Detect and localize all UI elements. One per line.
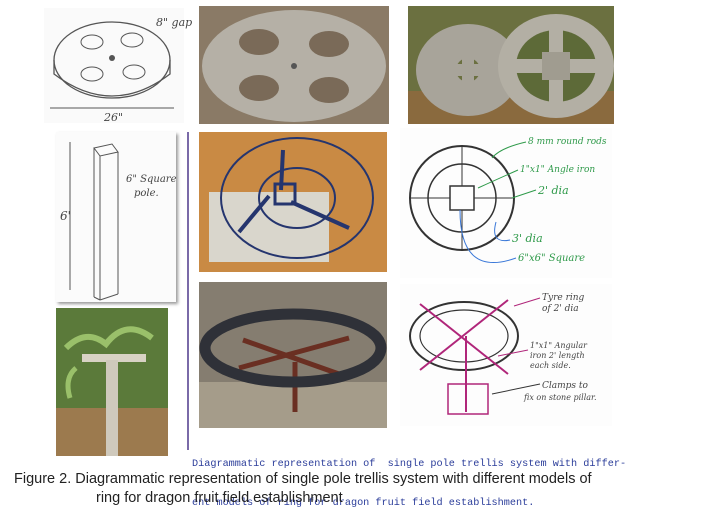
- pole-square-label: 6" Square: [126, 174, 177, 185]
- stone-pillar-label: fix on stone pillar.: [523, 393, 597, 402]
- sketch-ring-plan-panel: 8 mm round rods 1"x1" Angle iron 2' dia …: [400, 128, 612, 278]
- sketch-tyre-ring-panel: Tyre ring of 2' dia 1"x1" Angular iron 2…: [400, 284, 612, 426]
- photo-dragon-fruit-pole: [56, 308, 168, 456]
- photo-blue-ring: [199, 132, 387, 272]
- dragon-fruit-image: [56, 308, 168, 456]
- sketch-wheel-panel: 8" gap 26": [44, 8, 192, 124]
- pole-label: pole.: [134, 188, 159, 199]
- gap-label: 8" gap: [156, 16, 192, 29]
- figure-caption-line-2: ring for dragon fruit field establishmen…: [96, 490, 343, 506]
- angular-label: 1"x1" Angular: [530, 341, 588, 350]
- photo-concrete-wheels: [408, 6, 614, 124]
- inner-caption-line-1: Diagrammatic representation of single po…: [192, 459, 627, 470]
- concrete-disc-image: [199, 6, 389, 124]
- ring-plan-sketch-drawing: 8 mm round rods 1"x1" Angle iron 2' dia …: [409, 137, 607, 264]
- photo-concrete-disc: [199, 6, 389, 124]
- figure-caption: Figure 2. Diagrammatic representation of…: [14, 470, 704, 508]
- blue-ring-image: [199, 132, 387, 272]
- tyre-ring-sketch-drawing: Tyre ring of 2' dia 1"x1" Angular iron 2…: [409, 293, 597, 415]
- tyre-ring-label: Tyre ring: [542, 293, 585, 303]
- diameter-label: 26": [103, 111, 123, 124]
- clamps-label: Clamps to: [542, 381, 589, 391]
- each-side-label: each side.: [530, 361, 571, 370]
- iron-length-label: iron 2' length: [530, 351, 585, 360]
- three-ft-dia-label: 3' dia: [512, 232, 543, 245]
- pole-height-label: 6': [60, 209, 71, 223]
- inner-caption: Diagrammatic representation of single po…: [192, 432, 662, 523]
- tyre-ring-image: [199, 282, 387, 428]
- panel-divider: [187, 132, 189, 450]
- figure-caption-line-1: Figure 2. Diagrammatic representation of…: [14, 471, 592, 487]
- angle-iron-label: 1"x1" Angle iron: [520, 165, 595, 175]
- pole-sketch-drawing: 6' 6" Square pole.: [60, 142, 177, 301]
- sketch-pole-panel: 6' 6" Square pole.: [56, 132, 177, 302]
- inner-caption-line-2: ent models of ring for dragon fruit fiel…: [192, 498, 535, 509]
- concrete-wheels-image: [408, 6, 614, 124]
- tyre-dia-label: of 2' dia: [542, 304, 579, 314]
- two-ft-dia-label: 2' dia: [537, 184, 569, 197]
- square-label: 6"x6" Square: [518, 253, 585, 264]
- rods-label: 8 mm round rods: [528, 137, 607, 147]
- wheel-sketch-drawing: 8" gap 26": [50, 16, 192, 124]
- photo-tyre-ring: [199, 282, 387, 428]
